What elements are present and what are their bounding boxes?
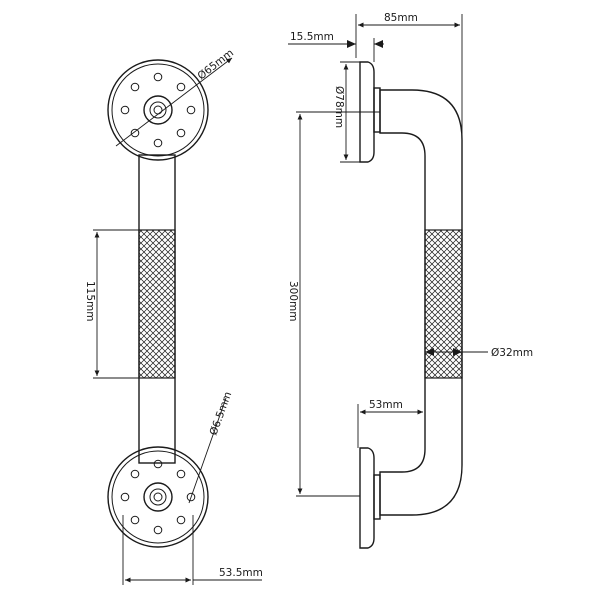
front-knurled-grip [138, 229, 176, 379]
flange-diameter-leader [115, 57, 233, 147]
hole-diameter-label: Ø6.5mm [208, 390, 235, 437]
cover-diameter-label: Ø78mm [333, 86, 345, 128]
front-top-flange [107, 59, 209, 161]
bend-offset-label: 53mm [369, 399, 403, 411]
center-length-label: 300mm [287, 281, 299, 322]
side-bottom-flange [359, 447, 375, 549]
tube-diameter-label: Ø32mm [491, 347, 533, 359]
depth-total-label: 85mm [384, 12, 418, 24]
side-view [288, 14, 488, 549]
front-view [93, 57, 262, 585]
side-knurled-grip [424, 229, 463, 379]
hole-diameter-leader [188, 397, 227, 504]
side-top-flange [359, 61, 375, 163]
flange-diameter-label: Ø65mm [195, 47, 236, 82]
grip-length-label: 115mm [84, 281, 96, 322]
flange-thickness-label: 15.5mm [290, 31, 334, 43]
side-tube-outline [379, 89, 463, 516]
flange-spacing-label: 53.5mm [219, 567, 263, 579]
front-bottom-flange [107, 446, 209, 548]
